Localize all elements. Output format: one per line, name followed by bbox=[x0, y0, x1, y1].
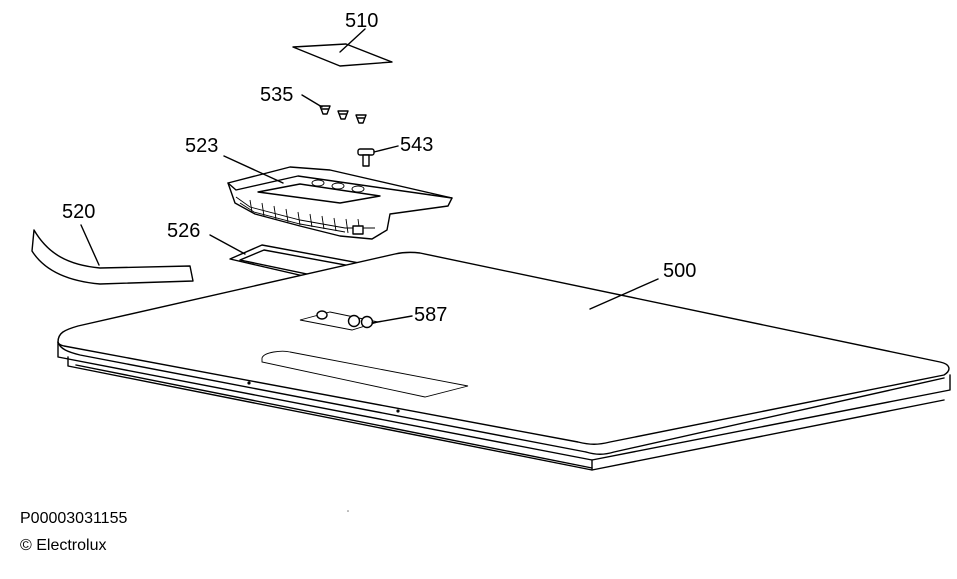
callout-500: 500 bbox=[663, 260, 696, 282]
callout-510: 510 bbox=[345, 10, 378, 32]
callout-535: 535 bbox=[260, 84, 293, 106]
callout-587: 587 bbox=[414, 304, 447, 326]
part-510-label-plate bbox=[292, 43, 393, 67]
copyright-notice: © Electrolux bbox=[20, 537, 107, 554]
part-520-trim-strip bbox=[31, 229, 194, 285]
leader-lines bbox=[80, 28, 659, 324]
part-code: P00003031155 bbox=[20, 510, 128, 527]
part-543-clip bbox=[357, 148, 375, 167]
callout-labels: 510 535 543 523 520 526 500 587 bbox=[62, 10, 696, 326]
callout-523: 523 bbox=[185, 135, 218, 157]
callout-543: 543 bbox=[400, 134, 433, 156]
callout-520: 520 bbox=[62, 201, 95, 223]
part-523-control-housing bbox=[227, 166, 453, 240]
part-535-screws bbox=[319, 105, 367, 124]
callout-526: 526 bbox=[167, 220, 200, 242]
part-500-worktop bbox=[57, 251, 951, 471]
